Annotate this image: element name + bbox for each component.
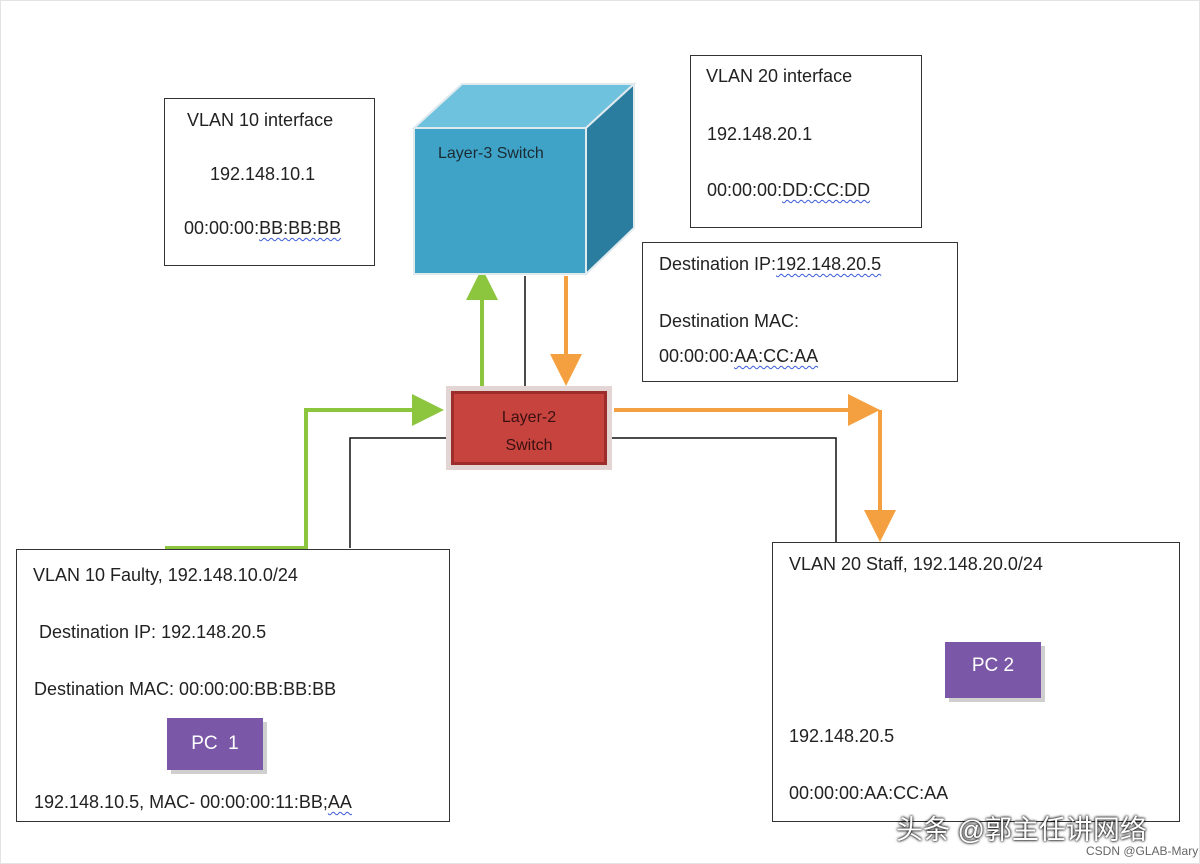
watermark-small: CSDN @GLAB-Mary (1086, 844, 1199, 858)
vlan20-interface-ip: 192.148.20.1 (707, 124, 813, 144)
pc1: PC 1 (167, 718, 263, 770)
layer3-switch-front (413, 127, 587, 275)
vlan20-interface-title: VLAN 20 interface (706, 66, 853, 86)
vlan10-faulty-dest-mac: Destination MAC: 00:00:00:BB:BB:BB (34, 679, 337, 699)
destination-mac-prefix: 00:00:00: (659, 346, 735, 366)
layer3-switch (411, 81, 637, 277)
destination-mac: 00:00:00:AA:CC:AA (659, 346, 818, 367)
destination-mac-label: Destination MAC: (659, 311, 800, 331)
pc1-label: PC 1 (191, 733, 239, 754)
green-path-pc1-to-l2 (165, 394, 444, 550)
layer2-switch-line1: Layer-2 (501, 409, 557, 426)
destination-ip-value: 192.148.20.5 (776, 254, 882, 274)
vlan10-faulty-dest-ip: Destination IP: 192.148.20.5 (39, 622, 267, 642)
vlan20-interface-mac-prefix: 00:00:00: (707, 180, 783, 200)
layer3-switch-label: Layer-3 Switch (438, 145, 544, 162)
vlan10-faulty-box (16, 549, 450, 822)
pc2-label: PC 2 (971, 655, 1015, 676)
vlan10-interface-mac: 00:00:00:BB:BB:BB (184, 218, 341, 239)
vlan10-interface-ip: 192.148.10.1 (210, 164, 316, 184)
pc2: PC 2 (945, 642, 1041, 698)
vlan10-faulty-host-prefix: 192.148.10.5, MAC- 00:00:00:11:BB; (34, 792, 328, 812)
vlan10-faulty-title: VLAN 10 Faulty, 192.148.10.0/24 (33, 565, 298, 585)
vlan10-interface-mac-suffix: BB:BB:BB (259, 218, 342, 238)
layer2-switch: Layer-2 Switch (446, 386, 612, 470)
vlan20-interface-mac: 00:00:00:DD:CC:DD (707, 180, 870, 201)
vlan10-faulty-host-suffix: AA (327, 792, 352, 812)
vlan20-staff-ip: 192.148.20.5 (789, 726, 895, 746)
destination-info-box (642, 242, 958, 382)
destination-ip-label: Destination IP: (659, 254, 777, 274)
vlan20-interface-mac-suffix: DD:CC:DD (782, 180, 871, 200)
vlan20-staff-title: VLAN 20 Staff, 192.148.20.0/24 (789, 554, 1043, 574)
vlan10-faulty-host: 192.148.10.5, MAC- 00:00:00:11:BB;AA (34, 792, 352, 813)
destination-mac-suffix: AA:CC:AA (734, 346, 819, 366)
vlan10-access-line (349, 437, 448, 548)
vlan10-interface-title: VLAN 10 interface (187, 110, 334, 130)
vlan20-staff-mac: 00:00:00:AA:CC:AA (789, 783, 949, 803)
vlan20-access-line (612, 437, 837, 542)
destination-ip: Destination IP:192.148.20.5 (659, 254, 881, 275)
vlan20-interface-box (690, 55, 922, 228)
vlan10-interface-box (164, 98, 375, 266)
vlan10-interface-mac-prefix: 00:00:00: (184, 218, 260, 238)
watermark-main: 头条 @郭主任讲网络 (896, 815, 1147, 845)
layer2-switch-line2: Switch (505, 437, 553, 454)
